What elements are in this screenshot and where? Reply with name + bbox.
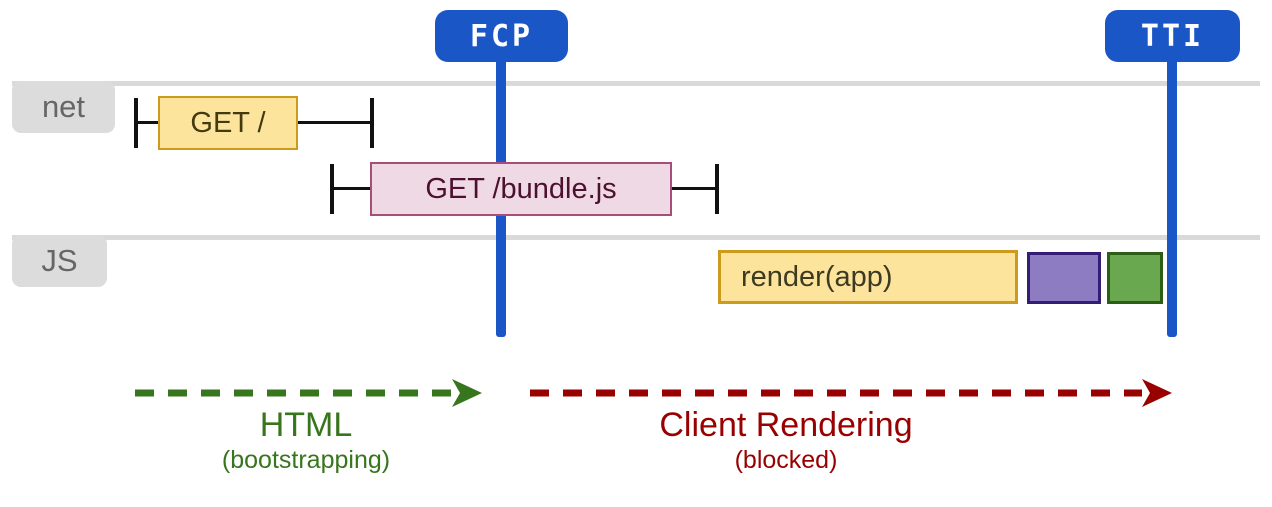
get-root-box: GET / xyxy=(158,96,298,150)
html-phase-arrow xyxy=(135,379,482,407)
get-bundle-left-connector xyxy=(332,187,372,190)
get-bundle-end-tick xyxy=(715,164,719,214)
get-bundle-box: GET /bundle.js xyxy=(370,162,672,216)
client-rendering-phase-arrow xyxy=(530,379,1172,407)
get-root-end-tick xyxy=(370,98,374,148)
js-task-purple-box xyxy=(1027,252,1101,304)
client-rendering-phase-title: Client Rendering xyxy=(659,406,913,444)
js-lane-line xyxy=(12,235,1260,240)
fcp-badge: FCP xyxy=(435,10,568,62)
html-phase-title: HTML xyxy=(259,406,353,444)
js-task-green-box xyxy=(1107,252,1163,304)
client-rendering-phase-subtitle: (blocked) xyxy=(734,446,838,475)
net-lane-label: net xyxy=(12,81,115,133)
get-bundle-right-connector xyxy=(670,187,717,190)
tti-marker-line xyxy=(1167,62,1177,337)
html-phase-subtitle: (bootstrapping) xyxy=(221,446,391,475)
get-root-right-connector xyxy=(296,121,372,124)
js-lane-label: JS xyxy=(12,235,107,287)
tti-badge: TTI xyxy=(1105,10,1240,62)
render-app-box: render(app) xyxy=(718,250,1018,304)
get-root-left-connector xyxy=(136,121,160,124)
net-lane-line xyxy=(12,81,1260,86)
client-rendering-phase-caption: Client Rendering (blocked) xyxy=(659,406,912,474)
html-phase-caption: HTML (bootstrapping) xyxy=(222,406,390,474)
